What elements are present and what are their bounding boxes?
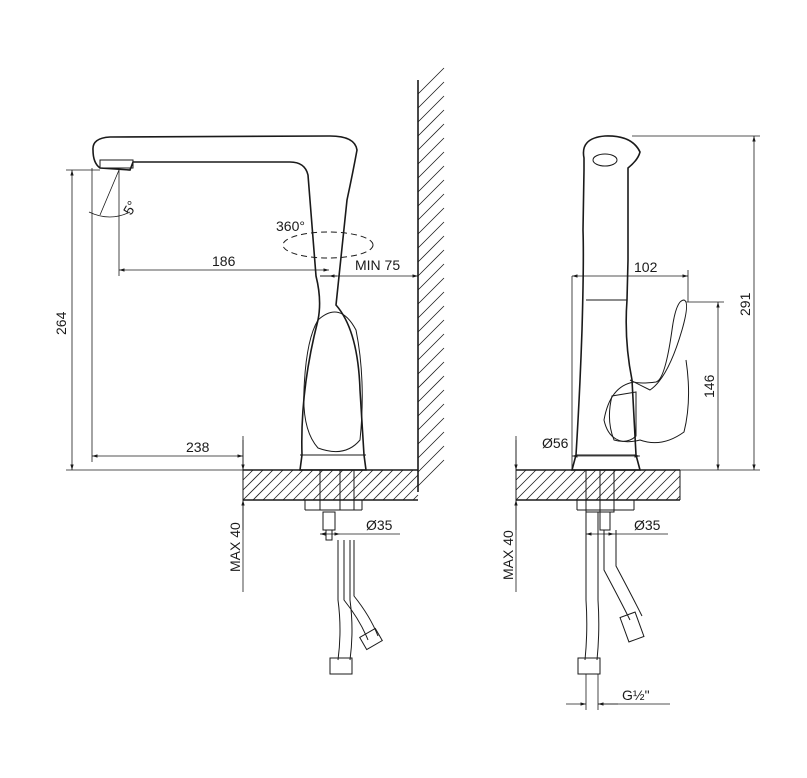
wall-hatch-line <box>417 95 445 123</box>
countertop-hatch-line <box>535 469 567 501</box>
countertop-hatch-line <box>402 484 419 501</box>
faucet-body-side <box>92 135 367 471</box>
countertop-hatch-line <box>515 469 547 501</box>
wall-hatch-line <box>417 165 445 193</box>
countertop-hatch-line <box>665 485 681 501</box>
countertop-hatch-line <box>252 469 284 501</box>
wall-hatch-line <box>417 375 445 403</box>
dim-handle-width: 102 <box>634 259 658 275</box>
wall-hatch-line <box>417 403 445 431</box>
faucet-body-front <box>570 135 690 471</box>
countertop-hatch-line <box>332 469 364 501</box>
wall-hatch-line <box>417 151 445 179</box>
countertop-hatch-line <box>575 469 607 501</box>
countertop-hatch-line <box>262 469 294 501</box>
countertop-front <box>515 469 681 501</box>
wall-hatch-line <box>417 109 445 137</box>
wall-hatch-line <box>417 235 445 263</box>
countertop-hatch-line <box>342 469 374 501</box>
mounting-shank-front <box>576 469 645 675</box>
dim-spout-reach: 186 <box>212 253 236 269</box>
dim-max-mount-side: MAX 40 <box>227 522 243 572</box>
wall-hatch-line <box>417 361 445 389</box>
wall-hatch-line <box>417 123 445 151</box>
countertop-hatch-line <box>352 469 384 501</box>
countertop-hatch-line <box>605 469 637 501</box>
wall-hatch-line <box>417 417 445 445</box>
wall-hatch-line <box>417 305 445 333</box>
wall-hatch-line <box>417 319 445 347</box>
countertop-hatch-line <box>515 469 527 481</box>
front-view: 102 291 146 Ø56 MAX 40 Ø35 G½" <box>500 135 760 710</box>
countertop-hatch-line <box>302 469 334 501</box>
dim-spout-height: 264 <box>53 311 69 335</box>
dim-total-reach: 238 <box>186 439 210 455</box>
wall-hatch-line <box>417 263 445 291</box>
countertop-hatch-line <box>595 469 627 501</box>
countertop-hatch-line <box>242 469 264 491</box>
countertop-hatch-line <box>655 475 681 501</box>
wall-hatch-line <box>417 291 445 319</box>
wall-hatch-line <box>417 137 445 165</box>
wall-hatch-line <box>417 67 445 95</box>
countertop-hatch-line <box>292 469 324 501</box>
wall-hatch-line <box>417 81 445 109</box>
wall-hatch-line <box>417 249 445 277</box>
countertop-hatch-line <box>645 469 677 501</box>
wall-hatch-line <box>417 431 445 459</box>
countertop-hatch-line <box>635 469 667 501</box>
wall <box>417 67 445 492</box>
wall-hatch-line <box>417 193 445 221</box>
countertop-hatch-line <box>565 469 597 501</box>
countertop-hatch-line <box>615 469 647 501</box>
countertop-hatch-line <box>272 469 304 501</box>
countertop-hatch-line <box>412 494 419 501</box>
dim-hole-diameter-front: Ø35 <box>634 517 661 533</box>
countertop-hatch-line <box>312 469 344 501</box>
countertop-hatch-line <box>515 469 537 491</box>
countertop-hatch-line <box>585 469 617 501</box>
countertop-hatch-line <box>382 469 414 501</box>
dim-base-diameter: Ø56 <box>542 435 569 451</box>
countertop-hatch-line <box>242 469 254 481</box>
countertop-hatch-line <box>555 469 587 501</box>
wall-hatch-line <box>417 207 445 235</box>
dim-max-mount-front: MAX 40 <box>500 530 516 580</box>
dim-handle-height: 146 <box>701 374 717 398</box>
wall-hatch-line <box>417 445 445 473</box>
dim-hole-diameter-side: Ø35 <box>366 517 393 533</box>
countertop-hatch-line <box>625 469 657 501</box>
wall-hatch-line <box>417 459 445 487</box>
countertop-hatch-line <box>362 469 394 501</box>
wall-hatch-line <box>417 389 445 417</box>
wall-hatch-line <box>417 333 445 361</box>
countertop-hatch-line <box>242 469 274 501</box>
countertop-hatch-line <box>322 469 354 501</box>
countertop-hatch-line <box>675 495 681 501</box>
wall-hatch-line <box>417 179 445 207</box>
countertop-hatch-line <box>372 469 404 501</box>
side-view: 264 186 MIN 75 360° 5° 238 MAX 40 Ø35 <box>53 67 445 675</box>
dim-rotation: 360° <box>276 218 305 234</box>
wall-hatch-line <box>417 277 445 305</box>
dim-total-height: 291 <box>737 292 753 316</box>
dim-connection-thread: G½" <box>622 687 650 703</box>
countertop-side <box>242 469 419 501</box>
countertop-hatch-line <box>525 469 557 501</box>
rotation-ellipse <box>282 231 374 259</box>
countertop-hatch-line <box>282 469 314 501</box>
wall-hatch-line <box>417 347 445 375</box>
dim-wall-clearance: MIN 75 <box>355 257 400 273</box>
countertop-hatch-line <box>545 469 577 501</box>
wall-hatch-line <box>417 221 445 249</box>
countertop-hatch-line <box>392 474 419 501</box>
